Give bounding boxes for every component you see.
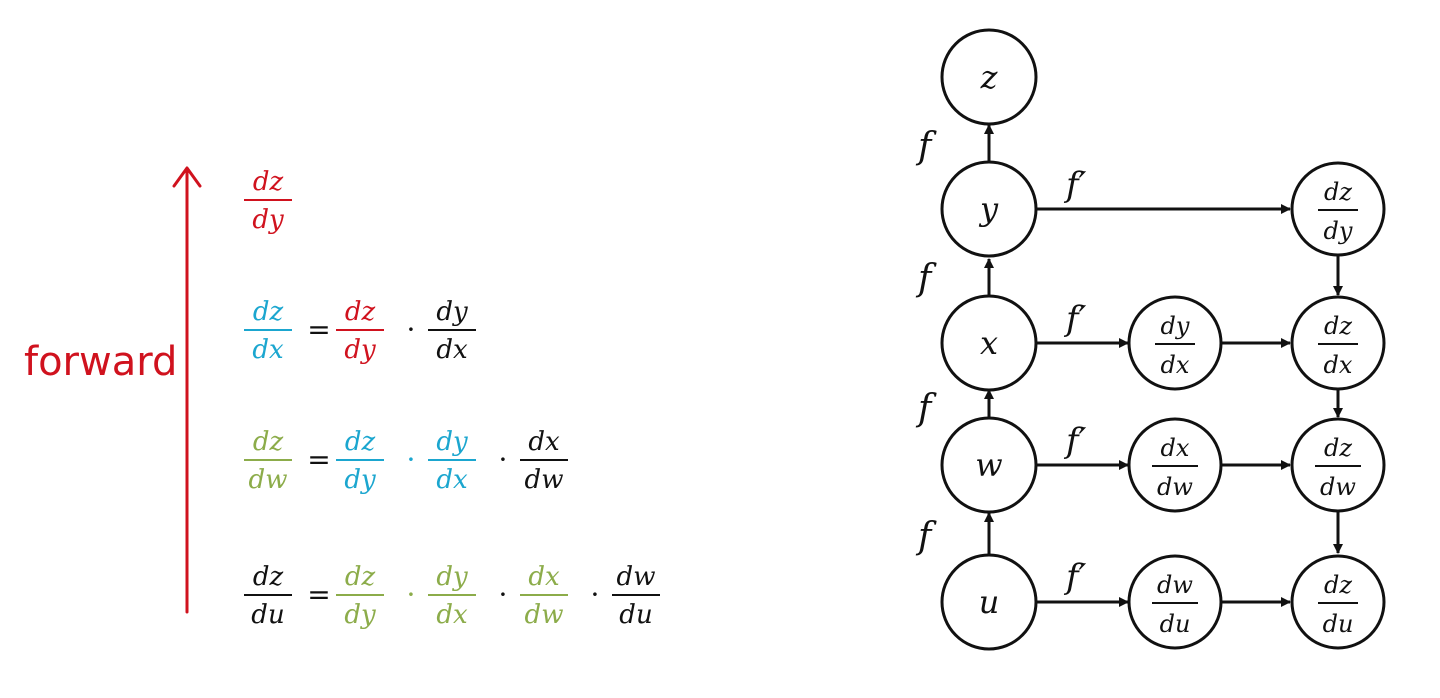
fraction-denominator: du (619, 600, 652, 630)
fraction: dz dx (244, 297, 292, 365)
multiply-dot: · (407, 443, 416, 476)
fraction-numerator: dy (436, 427, 468, 457)
fraction: dz dw (244, 427, 292, 495)
fraction-numerator: dz (253, 427, 284, 457)
fraction-denominator: du (251, 600, 284, 630)
node-dxdw: dx dw (1127, 417, 1223, 513)
fraction-denominator: dx (436, 465, 468, 495)
node-x: x (940, 294, 1038, 392)
fraction: dz dy (336, 297, 384, 365)
forward-panel: forward dz dy dz dx = dz dy · dy dx dz dw = dz dy · dy dx… (24, 166, 660, 630)
fraction-denominator: dx (436, 335, 468, 365)
equation-stack: dzdydzdx=dzdy·dydxdzdw=dzdy·dydx·dxdwdzd… (244, 167, 660, 630)
fraction-numerator: dy (436, 562, 468, 592)
node-y: y (940, 160, 1038, 258)
fraction: dy dx (428, 562, 476, 630)
svg-text:dw: dw (1157, 473, 1193, 501)
fraction-numerator: dx (528, 562, 560, 592)
fraction: dx dw (520, 562, 568, 630)
fraction: dz dy (336, 562, 384, 630)
equation-row: dz du = dz dy · dy dx · dx dw · dw du (244, 562, 660, 630)
equation-row: dz dx = dz dy · dy dx (244, 297, 476, 365)
node-dzdy: dz dy (1290, 161, 1386, 257)
fraction: dz du (244, 562, 292, 630)
svg-text:dz: dz (1324, 312, 1352, 340)
fraction: dz dy (336, 427, 384, 495)
node-dwdu: dw du (1127, 554, 1223, 650)
svg-text:dz: dz (1324, 178, 1352, 206)
fraction: dx dw (520, 427, 568, 495)
multiply-dot: · (407, 313, 416, 346)
fraction: dz dy (244, 167, 292, 235)
svg-text:u: u (979, 583, 1000, 621)
svg-text:dz: dz (1324, 571, 1352, 599)
node-dzdu: dz du (1290, 554, 1386, 650)
svg-text:dw: dw (1320, 473, 1356, 501)
equation-row: dz dy (244, 167, 292, 235)
svg-text:dx: dx (1324, 351, 1353, 379)
fraction-denominator: dy (252, 205, 284, 235)
fraction: dy dx (428, 427, 476, 495)
fraction-numerator: dz (345, 297, 376, 327)
node-dzdx: dz dx (1290, 295, 1386, 391)
equals-sign: = (307, 578, 330, 611)
fraction-denominator: dx (252, 335, 284, 365)
fraction-numerator: dz (253, 562, 284, 592)
svg-text:dx: dx (1161, 351, 1190, 379)
fraction-denominator: dx (436, 600, 468, 630)
fraction-numerator: dw (617, 562, 656, 592)
f-label-1: f (915, 126, 937, 167)
fraction-numerator: dz (253, 167, 284, 197)
fraction-numerator: dz (253, 297, 284, 327)
fraction-denominator: dw (525, 465, 564, 495)
node-w: w (940, 416, 1038, 514)
fraction-denominator: dy (344, 335, 376, 365)
node-dzdw: dz dw (1290, 417, 1386, 513)
svg-text:x: x (980, 324, 998, 362)
svg-text:dw: dw (1157, 571, 1193, 599)
svg-text:w: w (975, 446, 1002, 484)
fraction-numerator: dy (436, 297, 468, 327)
fraction: dy dx (428, 297, 476, 365)
svg-text:dy: dy (1324, 217, 1353, 245)
svg-text:y: y (978, 190, 999, 228)
node-u: u (940, 553, 1038, 651)
fprime-label-3: f′ (1063, 421, 1087, 461)
fprime-label-1: f′ (1063, 165, 1087, 205)
svg-text:dy: dy (1161, 312, 1190, 340)
multiply-dot: · (499, 443, 508, 476)
multiply-dot: · (407, 578, 416, 611)
svg-text:z: z (980, 58, 999, 96)
svg-text:dx: dx (1161, 434, 1190, 462)
fraction-denominator: dy (344, 465, 376, 495)
fprime-label-2: f′ (1063, 299, 1087, 339)
fraction-numerator: dz (345, 562, 376, 592)
fraction: dw du (612, 562, 660, 630)
equals-sign: = (307, 313, 330, 346)
fprime-label-4: f′ (1063, 557, 1087, 597)
fraction-numerator: dz (345, 427, 376, 457)
forward-arrow-head (172, 166, 202, 188)
fraction-numerator: dx (528, 427, 560, 457)
equals-sign: = (307, 443, 330, 476)
fraction-denominator: dw (249, 465, 288, 495)
svg-text:dz: dz (1324, 434, 1352, 462)
multiply-dot: · (499, 578, 508, 611)
fraction-denominator: dw (525, 600, 564, 630)
node-z: z (940, 28, 1038, 126)
f-label-2: f (915, 258, 937, 299)
fraction-denominator: dy (344, 600, 376, 630)
multiply-dot: · (591, 578, 600, 611)
forward-label: forward (24, 339, 177, 385)
computation-graph: f f f f f′ f′ f′ f′ z y x w u (915, 28, 1386, 651)
f-label-3: f (915, 388, 937, 429)
node-dydx: dy dx (1127, 295, 1223, 391)
svg-text:du: du (1160, 610, 1191, 638)
equation-row: dz dw = dz dy · dy dx · dx dw (244, 427, 568, 495)
f-label-4: f (915, 516, 937, 557)
svg-text:du: du (1323, 610, 1354, 638)
